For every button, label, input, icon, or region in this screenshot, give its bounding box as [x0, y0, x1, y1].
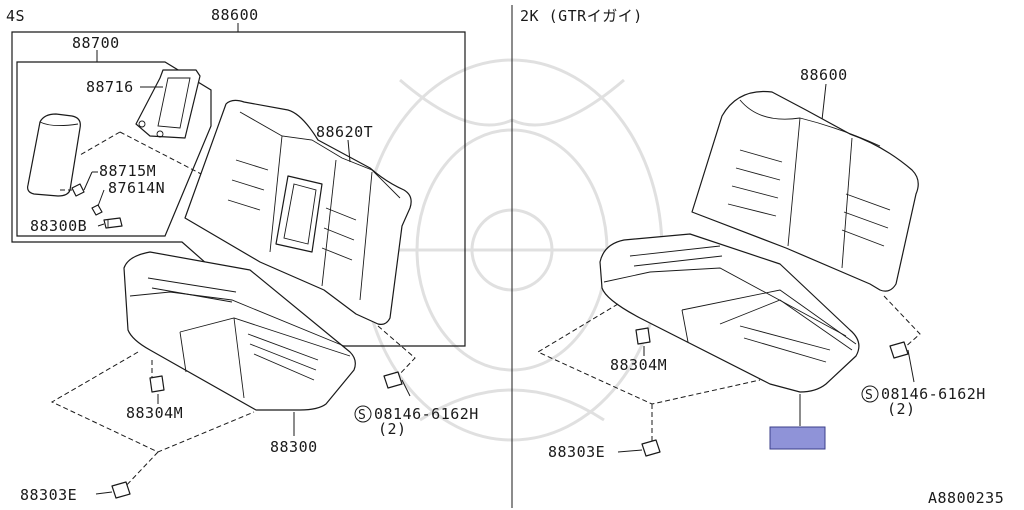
bolt-08146-left	[383, 371, 403, 389]
callout-bolt-qty-right: (2)	[887, 400, 916, 418]
assembly-dash-armrest	[60, 131, 291, 221]
seat-back-part-left	[184, 99, 412, 325]
clip-88304m-right	[635, 327, 651, 345]
callout-88600-right: 88600	[800, 66, 848, 84]
leader-88715m	[83, 171, 93, 191]
callout-88600: 88600	[211, 6, 259, 24]
leader-bolt-left	[401, 379, 411, 397]
leader-bolt-right	[907, 349, 915, 383]
callout-88715m: 88715M	[99, 162, 156, 180]
callout-88716: 88716	[86, 78, 134, 96]
seat-cushion-part-left	[123, 251, 356, 411]
callout-88620t: 88620T	[316, 123, 373, 141]
variant-label-2k: 2K (GTRイガイ)	[520, 7, 643, 25]
callout-88303e-right: 88303E	[548, 443, 605, 461]
leader-87614n	[97, 189, 105, 207]
bolt-symbol-circle-left	[354, 405, 372, 423]
callout-bolt-qty-left: (2)	[378, 420, 407, 438]
callout-88300: 88300	[270, 438, 318, 456]
leader-88600-right	[821, 83, 827, 121]
assembly-dash-cushion-left	[50, 351, 255, 491]
seat-cushion-part-right	[599, 233, 860, 393]
diagram-code: A8800235	[928, 489, 1004, 507]
callout-87614n: 87614N	[108, 179, 165, 197]
clip-88715m	[71, 183, 85, 197]
callout-bolt-part-left: 08146-6162H	[374, 405, 479, 423]
leader-88620t	[347, 139, 351, 163]
leader-88303e-left	[95, 491, 113, 495]
armrest-part	[27, 113, 81, 197]
bolt-symbol-circle-right	[861, 385, 879, 403]
callout-88300b: 88300B	[30, 217, 87, 235]
callout-88304m-right: 88304M	[610, 356, 667, 374]
leader-88300b	[97, 223, 105, 227]
seat-back-part-right	[691, 90, 919, 292]
armrest-bracket-part	[135, 69, 201, 139]
bolt-88303e-left	[111, 481, 131, 499]
bolt-08146-right	[889, 341, 909, 359]
leader-88303e-right	[617, 449, 643, 453]
bolt-symbol-right: S	[865, 388, 873, 403]
callout-88700: 88700	[72, 34, 120, 52]
assembly-dash-cushion-right	[536, 303, 761, 446]
variant-label-4s: 4S	[6, 7, 25, 25]
assembly-dash-bolt-right	[883, 295, 921, 349]
callout-88304m-left: 88304M	[126, 404, 183, 422]
assembly-dash-bolt-left	[377, 325, 416, 379]
armrest-assembly-frame	[16, 61, 212, 237]
bolt-symbol-left: S	[358, 408, 366, 423]
highlighted-part-label[interactable]	[769, 426, 826, 450]
clip-88304m-left	[149, 375, 165, 393]
clip-87614n	[91, 204, 103, 216]
callout-88303e-left: 88303E	[20, 486, 77, 504]
callout-bolt-part-right: 08146-6162H	[881, 385, 986, 403]
bolt-88303e-right	[641, 439, 661, 457]
bolt-88300b	[103, 217, 123, 229]
